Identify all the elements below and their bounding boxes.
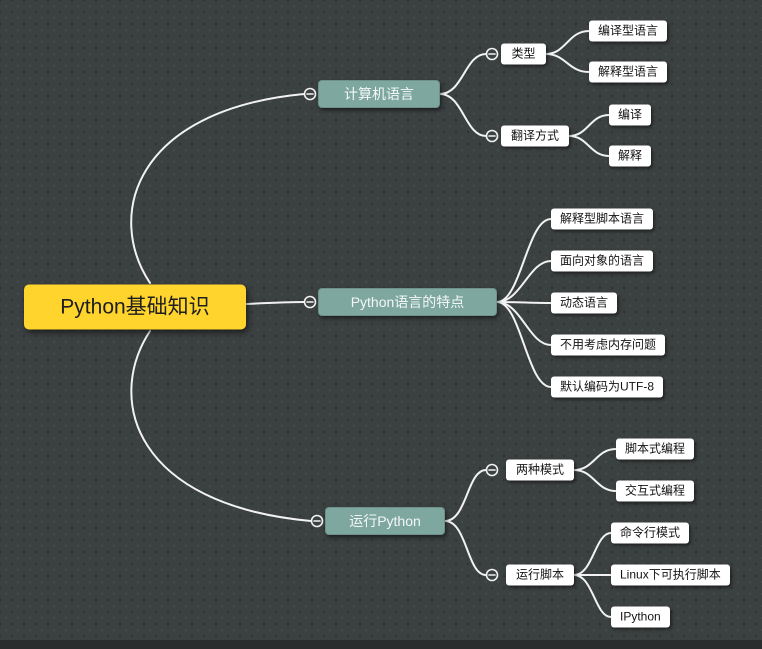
branch-run-python[interactable]: 运行Python: [325, 507, 445, 535]
collapse-button-python-features[interactable]: [303, 295, 317, 309]
connector-line: [496, 218, 552, 303]
connector-line: [496, 301, 552, 346]
connector-line: [545, 30, 590, 55]
node-interpreted-language[interactable]: 解释型语言: [589, 61, 668, 83]
node-run-script[interactable]: 运行脚本: [506, 564, 574, 586]
node-object-oriented-language[interactable]: 面向对象的语言: [551, 250, 654, 272]
node-two-modes[interactable]: 两种模式: [506, 459, 574, 481]
connector-line: [573, 448, 617, 471]
collapse-button-translation-method[interactable]: [485, 129, 499, 143]
connector-line: [439, 53, 487, 95]
collapse-button-run-python[interactable]: [310, 514, 324, 528]
connector-line: [130, 93, 305, 284]
connector-line: [444, 520, 487, 576]
node-default-encoding-utf8[interactable]: 默认编码为UTF-8: [551, 376, 663, 398]
node-type[interactable]: 类型: [501, 43, 546, 65]
collapse-button-two-modes[interactable]: [485, 463, 499, 477]
node-interactive-programming[interactable]: 交互式编程: [616, 480, 695, 502]
node-dynamic-language[interactable]: 动态语言: [551, 292, 618, 314]
connector-line: [573, 469, 617, 492]
connector-line: [496, 260, 552, 303]
connector-line: [568, 135, 610, 157]
canvas-bottom-edge: [0, 640, 762, 649]
connector-line: [573, 532, 612, 576]
collapse-button-type[interactable]: [485, 47, 499, 61]
node-translation-method[interactable]: 翻译方式: [501, 125, 569, 147]
collapse-button-computer-language[interactable]: [303, 87, 317, 101]
connector-line: [444, 469, 487, 522]
branch-computer-language[interactable]: 计算机语言: [318, 80, 440, 108]
connector-line: [568, 114, 610, 137]
node-command-line-mode[interactable]: 命令行模式: [611, 522, 690, 544]
connector-line: [245, 301, 305, 305]
root-topic[interactable]: Python基础知识: [24, 284, 246, 330]
collapse-button-run-script[interactable]: [485, 568, 499, 582]
connector-line: [130, 330, 312, 522]
connector-line: [573, 574, 612, 618]
connector-line: [496, 301, 552, 388]
node-compiled-language[interactable]: 编译型语言: [589, 20, 668, 42]
node-compile[interactable]: 编译: [609, 104, 652, 126]
node-no-memory-management[interactable]: 不用考虑内存问题: [551, 334, 666, 356]
connector-line: [496, 301, 552, 304]
connector-line: [439, 93, 487, 137]
node-interpret[interactable]: 解释: [609, 145, 652, 167]
node-script-mode-programming[interactable]: 脚本式编程: [616, 438, 695, 460]
node-ipython[interactable]: IPython: [611, 606, 670, 628]
node-interpreted-script-language[interactable]: 解释型脚本语言: [551, 208, 654, 230]
branch-python-features[interactable]: Python语言的特点: [318, 288, 497, 316]
node-linux-executable-script[interactable]: Linux下可执行脚本: [611, 564, 730, 586]
connector-line: [545, 53, 590, 73]
